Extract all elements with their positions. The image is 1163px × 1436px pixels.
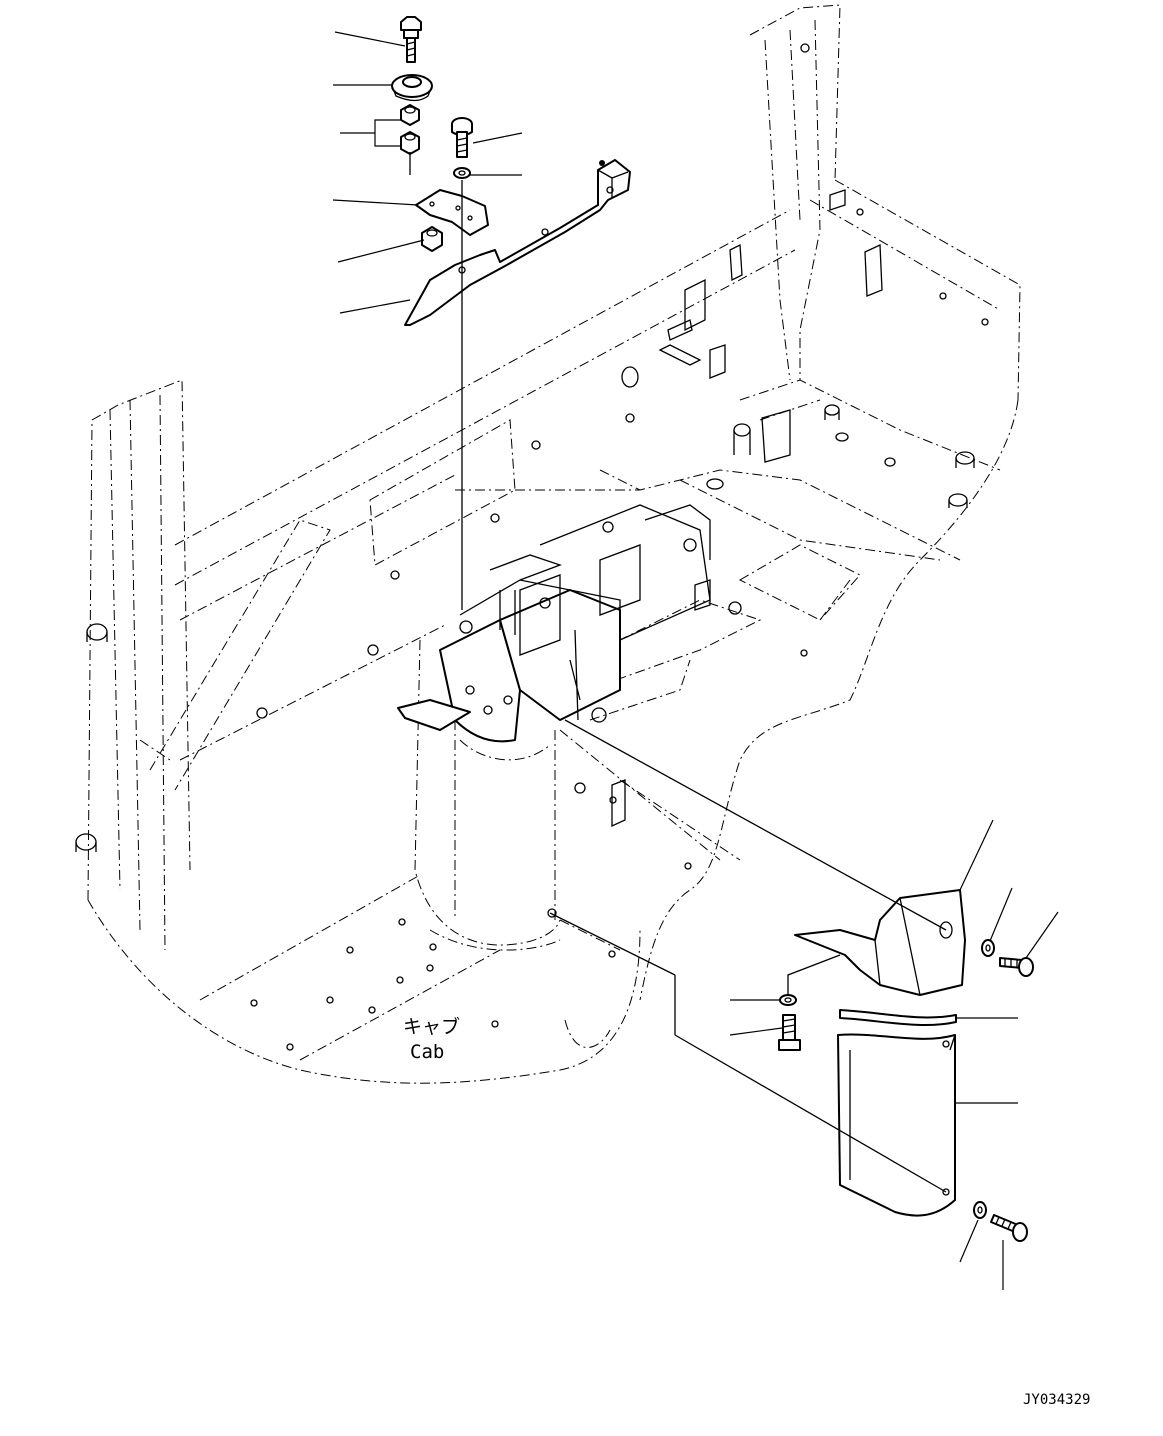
frame-brackets [611,189,883,828]
console-box [439,504,742,743]
cover-assembly-lines [549,719,947,1193]
bolt-right-upper [999,957,1034,977]
lower-cover [837,1033,956,1217]
cab-frame-outline [87,4,1021,1084]
frame-studs [75,43,989,1051]
cab-label-japanese: キャブ [403,1015,460,1038]
leader-lines [332,31,1059,1290]
seal-strip [839,1009,957,1027]
bolt-mid [451,117,473,158]
washer-mid [453,167,471,179]
washer-right-lower [973,1201,987,1219]
bolt-right-lower [990,1214,1028,1242]
upper-cover [794,889,966,996]
mount-plate [415,189,489,236]
washer-left [779,994,797,1006]
spacer-nuts [400,104,420,155]
long-bracket [404,159,631,326]
cab-label-english: Cab [410,1041,444,1063]
drawing-code: JY034329 [1023,1392,1090,1408]
assembly-line [409,152,463,610]
bolt-top [400,16,422,63]
washer-right-upper [981,939,995,957]
nut-bottom [421,226,443,252]
console-tab [397,699,471,731]
rubber-cushion [391,74,433,102]
bolt-left [778,1014,801,1051]
